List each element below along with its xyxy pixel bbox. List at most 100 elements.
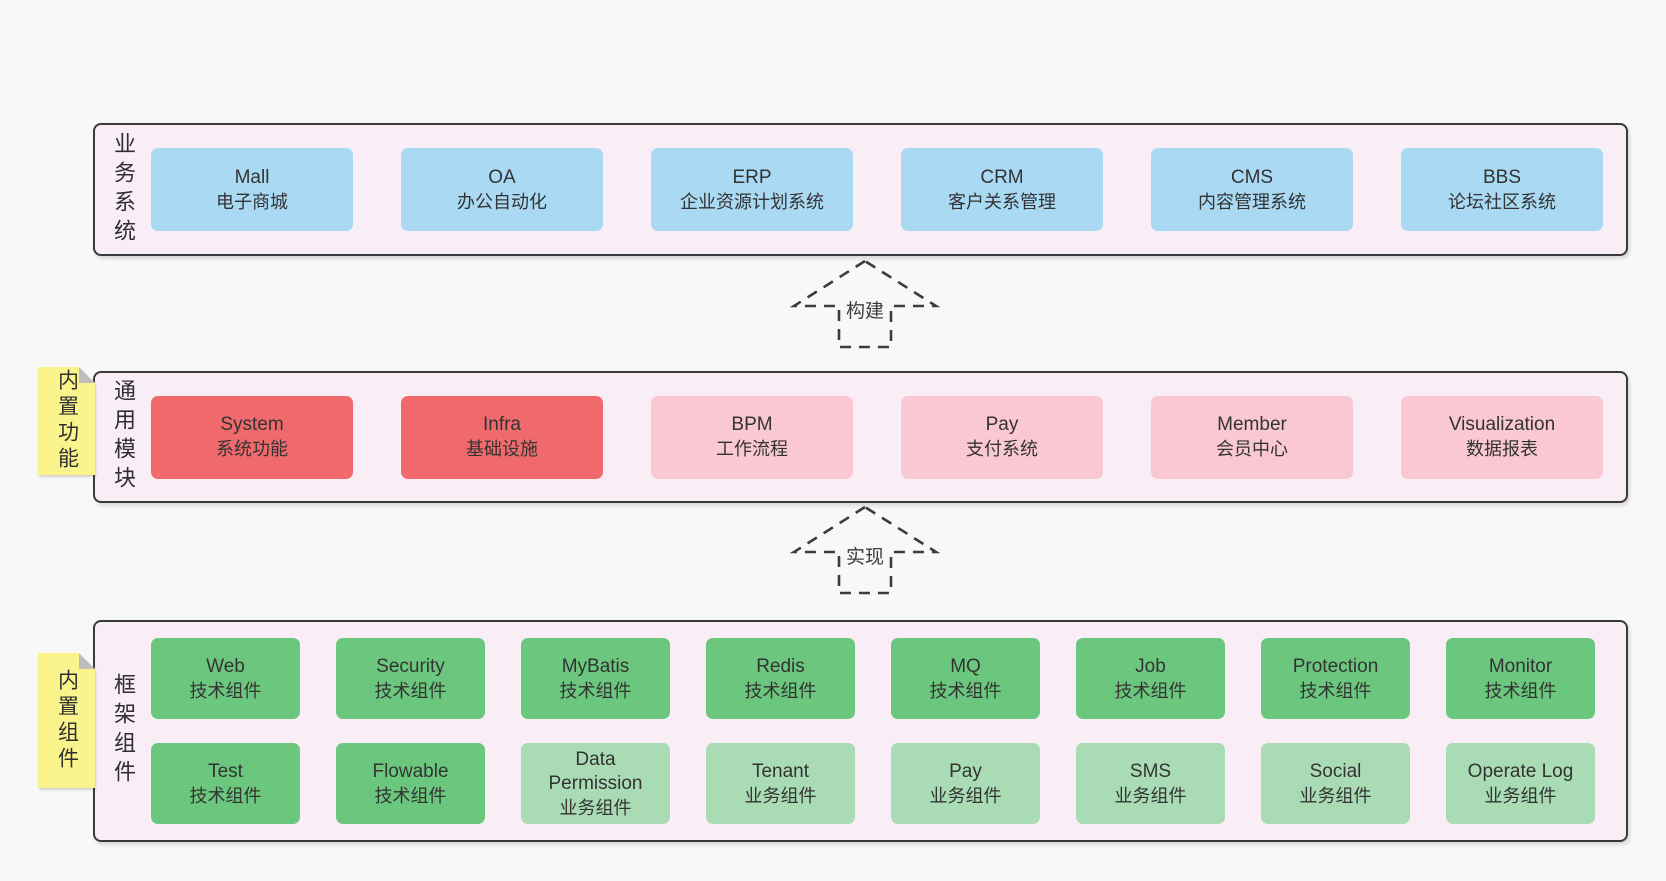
arrow-implement-label: 实现: [842, 542, 888, 569]
box-subtitle: 业务组件: [1299, 785, 1372, 806]
box-subtitle: 技术组件: [559, 680, 632, 701]
band-business-systems: 业务系统 Mall 电子商城 OA 办公自动化 ERP 企业资源计划系统 CRM…: [93, 123, 1628, 256]
box-tenant: Tenant 业务组件: [706, 743, 855, 824]
band-label-common-modules: 通用模块: [111, 379, 136, 495]
folded-corner-icon: [79, 367, 95, 383]
box-subtitle: 业务组件: [744, 785, 817, 806]
box-title: Social: [1309, 760, 1362, 782]
box-subtitle: 办公自动化: [457, 191, 547, 212]
box-title: Security: [376, 655, 445, 677]
box-title: OA: [488, 166, 516, 188]
box-flowable: Flowable 技术组件: [336, 743, 485, 824]
box-subtitle: 技术组件: [189, 785, 262, 806]
box-title: ERP: [732, 166, 772, 188]
box-subtitle: 技术组件: [374, 680, 447, 701]
box-subtitle: 支付系统: [966, 439, 1038, 459]
box-title: CRM: [980, 166, 1024, 188]
box-subtitle: 技术组件: [1299, 680, 1372, 701]
box-job: Job 技术组件: [1076, 638, 1225, 719]
box-monitor: Monitor 技术组件: [1446, 638, 1595, 719]
box-subtitle: 业务组件: [1484, 785, 1557, 806]
box-visualization: Visualization 数据报表: [1401, 395, 1603, 479]
box-title: Job: [1135, 655, 1166, 677]
box-title: Infra: [482, 414, 522, 435]
framework-components-grid: Web 技术组件 Security 技术组件 MyBatis 技术组件 Redi…: [151, 622, 1626, 840]
band-common-modules: 通用模块 System 系统功能 Infra 基础设施 BPM 工作流程 Pay…: [93, 371, 1628, 503]
box-title: SMS: [1129, 760, 1172, 782]
box-title: Monitor: [1488, 655, 1553, 677]
business-systems-row: Mall 电子商城 OA 办公自动化 ERP 企业资源计划系统 CRM 客户关系…: [151, 125, 1631, 254]
common-modules-row: System 系统功能 Infra 基础设施 BPM 工作流程 Pay 支付系统…: [151, 373, 1631, 501]
box-title: Redis: [756, 655, 805, 677]
box-subtitle: 数据报表: [1466, 439, 1538, 459]
box-subtitle: 业务组件: [929, 785, 1002, 806]
sticky-label: 内置功能: [38, 367, 95, 475]
box-subtitle: 电子商城: [216, 191, 288, 212]
box-title: MQ: [950, 655, 981, 677]
box-crm: CRM 客户关系管理: [901, 148, 1103, 231]
box-social: Social 业务组件: [1261, 743, 1410, 824]
box-infra: Infra 基础设施: [401, 395, 603, 479]
box-subtitle: 工作流程: [716, 439, 788, 459]
band-framework-components: 框架组件 Web 技术组件 Security 技术组件 MyBatis 技术组件…: [93, 620, 1628, 842]
box-pay-component: Pay 业务组件: [891, 743, 1040, 824]
box-subtitle: 技术组件: [1114, 680, 1187, 701]
sticky-label: 内置组件: [38, 653, 95, 788]
box-test: Test 技术组件: [151, 743, 300, 824]
box-subtitle: 技术组件: [374, 785, 447, 806]
box-subtitle: 技术组件: [744, 680, 817, 701]
sticky-built-in-features: 内置功能: [38, 367, 95, 475]
box-subtitle: 系统功能: [216, 439, 288, 459]
box-title: Operate Log: [1467, 760, 1574, 782]
box-title: Pay: [985, 414, 1019, 435]
box-subtitle: 企业资源计划系统: [680, 191, 824, 212]
box-mall: Mall 电子商城: [151, 148, 353, 231]
box-title: Mall: [234, 166, 270, 188]
box-protection: Protection 技术组件: [1261, 638, 1410, 719]
box-subtitle: 会员中心: [1216, 439, 1288, 459]
box-subtitle: 技术组件: [1484, 680, 1557, 701]
sticky-built-in-components: 内置组件: [38, 653, 95, 788]
box-sms: SMS 业务组件: [1076, 743, 1225, 824]
box-data-permission: Data Permission 业务组件: [521, 743, 670, 824]
box-subtitle: 技术组件: [189, 680, 262, 701]
box-subtitle: 业务组件: [559, 797, 632, 818]
box-title: System: [220, 414, 284, 435]
box-subtitle: 客户关系管理: [948, 191, 1056, 212]
box-title: Flowable: [372, 760, 449, 782]
box-title: BPM: [731, 414, 773, 435]
box-title: CMS: [1230, 166, 1274, 188]
box-web: Web 技术组件: [151, 638, 300, 719]
box-title: Test: [208, 760, 243, 782]
box-subtitle: 业务组件: [1114, 785, 1187, 806]
box-redis: Redis 技术组件: [706, 638, 855, 719]
box-title: MyBatis: [561, 655, 630, 677]
arrow-build: 构建: [790, 258, 940, 350]
box-subtitle: 基础设施: [466, 439, 538, 459]
box-subtitle: 论坛社区系统: [1448, 191, 1556, 212]
box-oa: OA 办公自动化: [401, 148, 603, 231]
up-arrow-icon: [790, 259, 940, 349]
band-label-framework-components: 框架组件: [111, 673, 136, 789]
up-arrow-icon: [790, 505, 940, 595]
box-mybatis: MyBatis 技术组件: [521, 638, 670, 719]
box-title: Web: [206, 655, 245, 677]
box-title: Protection: [1292, 655, 1379, 677]
arrow-build-label: 构建: [842, 296, 888, 323]
box-title: Visualization: [1448, 414, 1556, 435]
box-bpm: BPM 工作流程: [651, 395, 853, 479]
folded-corner-icon: [79, 653, 95, 669]
box-security: Security 技术组件: [336, 638, 485, 719]
box-title: Tenant: [751, 760, 810, 782]
box-title: Data Permission: [548, 748, 643, 794]
box-subtitle: 技术组件: [929, 680, 1002, 701]
box-pay-module: Pay 支付系统: [901, 395, 1103, 479]
box-operate-log: Operate Log 业务组件: [1446, 743, 1595, 824]
box-mq: MQ 技术组件: [891, 638, 1040, 719]
box-subtitle: 内容管理系统: [1198, 191, 1306, 212]
box-system: System 系统功能: [151, 395, 353, 479]
box-title: BBS: [1482, 166, 1522, 188]
arrow-implement: 实现: [790, 504, 940, 596]
box-title: Pay: [949, 760, 982, 782]
